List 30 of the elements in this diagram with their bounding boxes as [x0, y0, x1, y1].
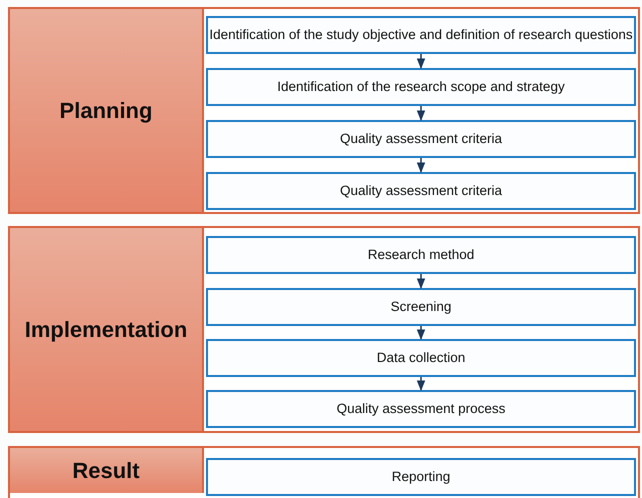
step-box [206, 390, 636, 428]
phase-panel [8, 226, 640, 433]
step-label: Screening [390, 299, 452, 315]
arrow [416, 377, 426, 392]
step-label: Reporting [392, 469, 450, 485]
step-box [206, 16, 636, 54]
arrow [416, 326, 426, 340]
phase-panel [8, 7, 640, 214]
step-box [206, 236, 636, 274]
step-label: Quality assessment criteria [340, 183, 502, 199]
step-label: Data collection [376, 350, 466, 366]
step-box [206, 172, 636, 210]
step-box [206, 288, 636, 326]
step-box [206, 68, 636, 106]
arrow [416, 274, 426, 290]
phase-label: Planning [60, 98, 152, 124]
step-label: Quality assessment process [336, 401, 506, 417]
step-box [206, 120, 636, 158]
step-box [206, 339, 636, 377]
step-label: Identification of the research scope and strategy [277, 79, 565, 95]
phase-label: Result [72, 458, 140, 484]
step-label: Research method [368, 247, 474, 263]
phase-panel [8, 446, 640, 498]
step-label: Quality assessment criteria [340, 131, 502, 147]
step-box [206, 458, 636, 496]
arrow [416, 158, 426, 174]
arrow [416, 106, 426, 122]
phase-label: Implementation [24, 316, 188, 342]
arrow [416, 54, 426, 70]
step-label: Identification of the study objective and definition of research questions [209, 27, 633, 43]
